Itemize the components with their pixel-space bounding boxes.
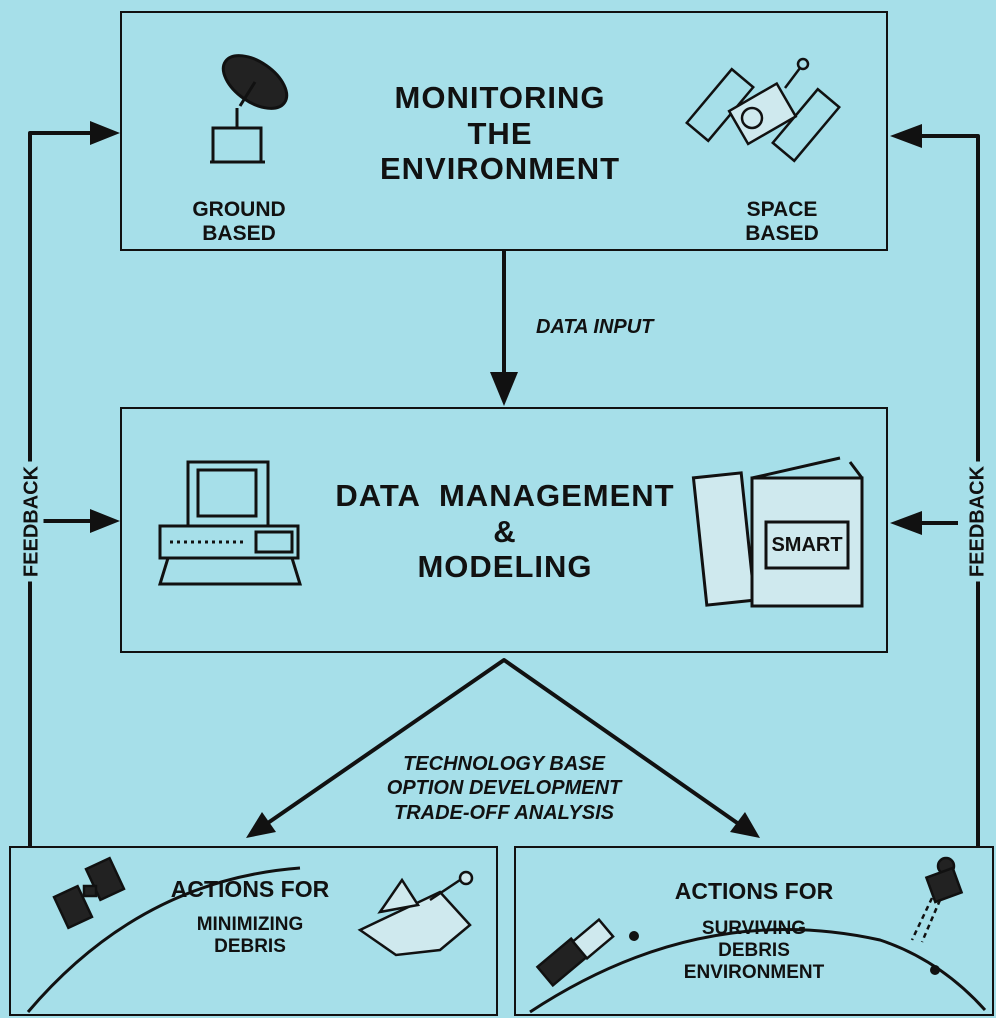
radar-dish-icon: [210, 54, 289, 164]
right-arrowhead-mid: [890, 511, 922, 535]
feedback-label-right: FEEDBACK: [966, 461, 990, 582]
options-label: TECHNOLOGY BASE OPTION DEVELOPMENT TRADE…: [370, 752, 638, 825]
monitoring-title-line: ENVIRONMENT: [379, 151, 621, 187]
minimizing-title: ACTIONS FOR: [170, 876, 330, 902]
data-input-arrowhead: [490, 372, 518, 406]
space-label-line: SPACE: [746, 198, 818, 221]
right-feedback-line: [918, 134, 980, 847]
monitoring-title-line: MONITORING: [394, 80, 606, 115]
surviving-title: ACTIONS FOR: [674, 878, 834, 904]
satellite-icon: [52, 856, 126, 930]
data-input-label: DATA INPUT: [536, 316, 654, 338]
dm-title-line: &: [493, 513, 517, 549]
minimizing-sub-line: MINIMIZING: [196, 914, 304, 935]
computer-icon: [157, 460, 303, 586]
satellite-icon: [535, 917, 615, 988]
feedback-label-left: FEEDBACK: [20, 461, 44, 582]
satellite-icon: [685, 57, 841, 163]
ground-label-line: GROUND: [192, 198, 286, 221]
space-based-label: SPACE BASED: [722, 198, 842, 246]
monitoring-title: MONITORING THE ENVIRONMENT: [340, 80, 660, 187]
space-shuttle-icon: [357, 870, 474, 957]
smart-book-label: SMART: [771, 534, 843, 556]
surviving-sub-line: ENVIRONMENT: [683, 961, 825, 983]
orbit-arc-left: [26, 866, 301, 1013]
ground-label-line: BASED: [202, 222, 276, 246]
options-line: TRADE-OFF ANALYSIS: [394, 801, 614, 824]
surviving-sub-line: SURVIVING: [701, 918, 807, 939]
space-label-line: BASED: [745, 222, 819, 246]
options-line: TECHNOLOGY BASE: [403, 753, 605, 775]
astronaut-icon: [910, 856, 964, 943]
options-line: OPTION DEVELOPMENT: [386, 777, 622, 800]
right-diverge-arrowhead: [730, 812, 760, 838]
right-arrowhead-top: [890, 124, 922, 148]
minimizing-subtitle: MINIMIZING DEBRIS: [170, 914, 330, 958]
minimizing-sub-line: DEBRIS: [214, 935, 286, 957]
monitoring-title-line: THE: [467, 115, 533, 151]
ground-based-label: GROUND BASED: [174, 198, 304, 246]
surviving-sub-line: DEBRIS: [718, 939, 790, 961]
surviving-subtitle: SURVIVING DEBRIS ENVIRONMENT: [664, 918, 844, 984]
left-feedback-line: [28, 131, 96, 847]
left-diverge-arrowhead: [246, 812, 276, 838]
options-arrows: [260, 658, 745, 829]
data-management-title: DATA MANAGEMENT & MODELING: [330, 478, 680, 585]
left-arrowhead-top: [90, 121, 120, 145]
data-management-box: [120, 407, 888, 653]
orbit-arc-right: [529, 928, 987, 1014]
books-icon: [691, 456, 864, 608]
dm-title-line: DATA MANAGEMENT: [335, 478, 675, 513]
left-arrowhead-mid: [90, 509, 120, 533]
dm-title-line: MODELING: [417, 549, 593, 585]
surviving-box: [514, 846, 994, 1016]
minimizing-box: [9, 846, 498, 1016]
